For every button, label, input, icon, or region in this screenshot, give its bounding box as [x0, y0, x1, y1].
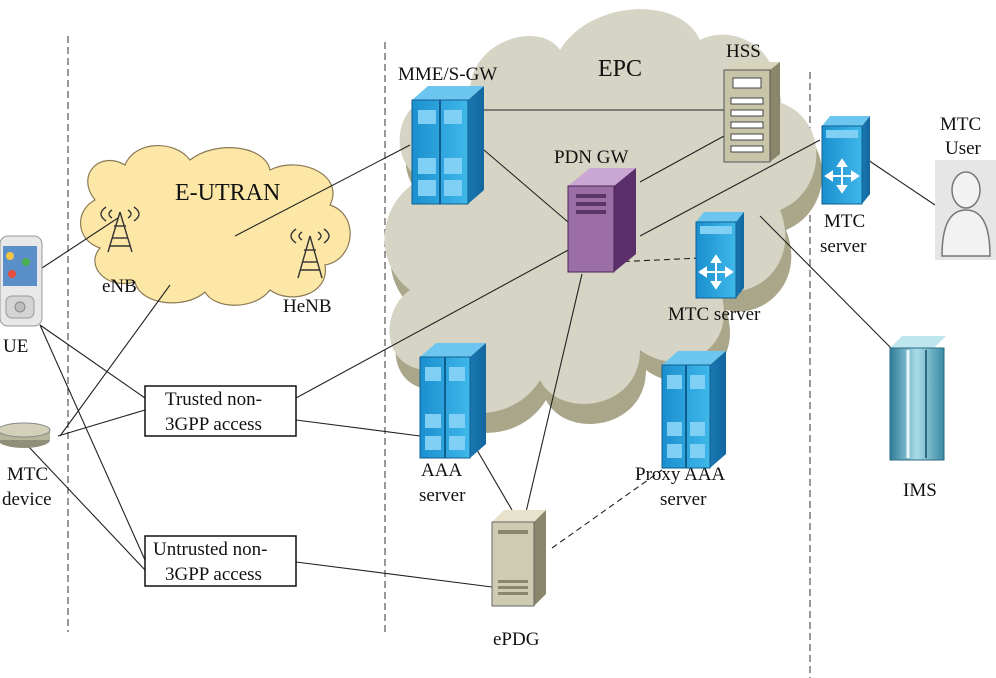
enb-antenna-icon — [100, 206, 140, 253]
proxy-aaa-label-2: server — [660, 489, 707, 510]
hss-server-icon — [723, 62, 780, 163]
untrusted-access-line-2: 3GPP access — [165, 564, 262, 585]
untrusted-access-line-1: Untrusted non- — [153, 539, 268, 560]
eutran-cloud — [80, 145, 351, 306]
mtc-user-label-1: MTC — [940, 114, 981, 135]
mme-label: MME/S-GW — [398, 64, 497, 85]
pdn-gw-server-icon — [567, 168, 636, 273]
mtc-server-inner-label: MTC server — [668, 304, 761, 325]
trusted-access-line-2: 3GPP access — [165, 414, 262, 435]
ims-server-icon — [889, 336, 946, 461]
trusted-access-line-1: Trusted non- — [165, 389, 262, 410]
mtc-device-label-2: device — [2, 489, 52, 510]
aaa-server-icon — [419, 343, 486, 459]
epdg-label: ePDG — [493, 629, 540, 650]
proxy-aaa-server-icon — [661, 351, 726, 469]
mtc-device-label-1: MTC — [7, 464, 48, 485]
mtc-user-icon — [935, 160, 996, 260]
mtc-device-icon — [0, 422, 51, 448]
mtc-server-outer-label-2: server — [820, 236, 867, 257]
hss-label: HSS — [726, 41, 761, 62]
mtc-server-outer-label-1: MTC — [824, 211, 865, 232]
ims-label: IMS — [903, 480, 937, 501]
mtc-server-outer-icon — [821, 116, 870, 205]
mtc-server-inner-icon — [695, 212, 744, 299]
untrusted-access-box: Untrusted non- 3GPP access — [144, 535, 297, 587]
henb-antenna-icon — [290, 228, 330, 279]
eutran-label: E-UTRAN — [175, 180, 280, 206]
links — [27, 109, 936, 588]
mme-server-icon — [411, 86, 484, 205]
aaa-label-1: AAA — [421, 460, 462, 481]
ue-phone-icon — [0, 235, 43, 327]
trusted-access-box: Trusted non- 3GPP access — [144, 385, 297, 437]
ue-label: UE — [3, 336, 28, 357]
mtc-user-label-2: User — [945, 138, 982, 159]
pdn-gw-label: PDN GW — [554, 147, 628, 168]
proxy-aaa-label-1: Proxy AAA — [635, 464, 726, 485]
henb-label: HeNB — [283, 296, 332, 317]
aaa-label-2: server — [419, 485, 466, 506]
epdg-server-icon — [491, 510, 546, 607]
epc-label: EPC — [598, 56, 642, 82]
enb-label: eNB — [102, 276, 137, 297]
